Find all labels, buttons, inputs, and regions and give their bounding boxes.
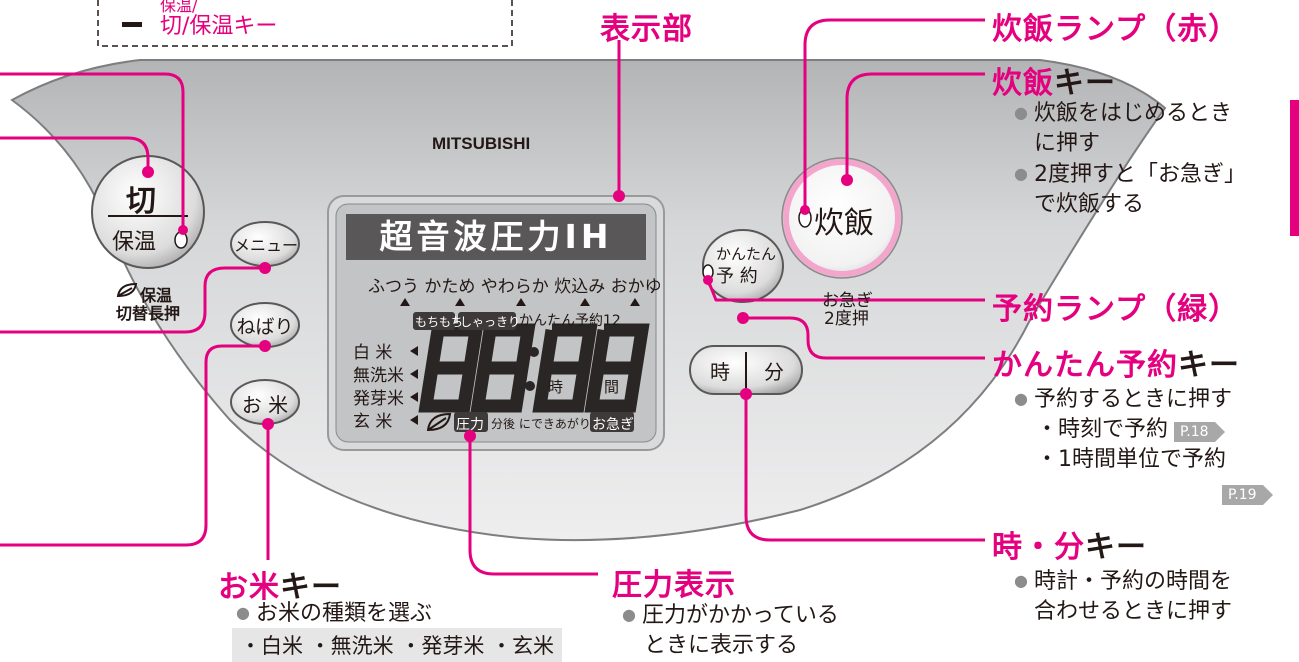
keepwarm-note-1: 保温 [140,286,173,305]
label-rice-key: お米キー [218,570,342,605]
lcd-leaf-icon [426,412,452,432]
keepwarm-note-2: 切替長押 [116,304,181,323]
colon-dot-bottom [525,381,535,391]
cook-desc: 炊飯をはじめるとき に押す 2度押すと「お急ぎ」 で炊飯する [1014,98,1246,220]
page-ref-19[interactable]: P.19 [1222,485,1272,505]
lcd-min-unit: 間 [604,378,620,396]
hour-button[interactable]: 時 [710,360,730,384]
minute-button[interactable]: 分 [764,360,784,384]
cook-note-2: 2度押 [824,309,869,329]
rice-types: ・白米 ・無洗米 ・発芽米 ・玄米 [232,628,563,662]
lcd-rice-list: 白 米 無洗米 発芽米 玄 米 [353,343,404,432]
label-pressure-display: 圧力表示 [612,568,736,603]
brand-logo: MITSUBISHI [432,134,531,153]
easy-reserve-button[interactable] [703,230,783,302]
label-cook-key: 炊飯キー [992,66,1116,101]
page-ref-18[interactable]: P.18 [1174,422,1224,442]
cook-note-1: お急ぎ [822,291,873,311]
label-time-key: 時・分キー [992,530,1147,565]
lcd-done-later: 分後 にできあがり [491,417,591,431]
menu-button[interactable]: メニュー [234,236,299,255]
lcd-digits [418,323,650,413]
nebari-button[interactable]: ねばり [236,316,294,338]
label-reserve-lamp: 予約ランプ（緑） [992,292,1240,327]
pressure-desc: 圧力がかかっている ときに表示する [622,600,839,661]
lcd-hour-unit: 時 [548,378,564,396]
leader-lines [0,18,985,576]
keepwarm-leaf-icon [116,282,138,298]
rice-button[interactable]: お 米 [241,393,289,417]
time-desc: 時計・予約の時間を 合わせるときに押す [1014,566,1232,627]
top-box-key-label: 切/保温キー [160,14,278,39]
easy-reserve-label-1: かんたん [716,245,777,263]
lcd-banner-bg [346,214,646,260]
lcd-sub-mochi: もちもち [415,315,464,329]
lcd-sub-shakki: しゃっきり [460,315,521,329]
page-ref-19-wrap: P.19 [1216,484,1272,505]
leader-dots [142,166,853,442]
label-display-part: 表示部 [600,12,693,47]
off-keepwarm-button[interactable] [92,156,204,268]
mode-triangles [400,298,640,425]
cook-button[interactable]: 炊飯 [814,206,874,241]
lcd-sub-reserve: かんたん予約12 [519,313,621,329]
off-button-label: 切 [126,184,156,219]
keepwarm-button-label: 保温 [112,230,157,255]
easy-reserve-label-2: 予 約 [716,266,758,287]
lcd-hurry: お急ぎ [592,417,634,433]
label-cook-lamp: 炊飯ランプ（赤） [992,12,1240,47]
label-easy-reserve-key: かんたん予約キー [992,348,1240,383]
chapter-tab [1290,100,1299,236]
lcd-banner: 超音波圧力IH [379,217,613,256]
lcd-modes: ふつう かため やわらか 炊込み おかゆ [368,277,662,297]
rice-desc: お米の種類を選ぶ [236,598,432,629]
top-box-partial: 保温/ [160,0,198,15]
colon-dot-top [529,347,539,357]
lcd-pressure: 圧力 [456,417,484,433]
